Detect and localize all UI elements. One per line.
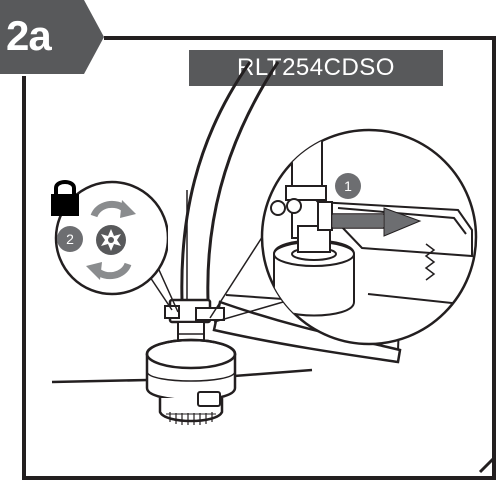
push-arrow-icon xyxy=(330,206,422,240)
callout-2-label: 2 xyxy=(66,231,74,247)
callout-1-label: 1 xyxy=(344,178,352,194)
rotate-arrows-icon xyxy=(84,194,138,286)
callout-1: 1 xyxy=(333,171,363,201)
callout-2: 2 xyxy=(55,224,85,254)
lock-icon xyxy=(48,177,82,217)
